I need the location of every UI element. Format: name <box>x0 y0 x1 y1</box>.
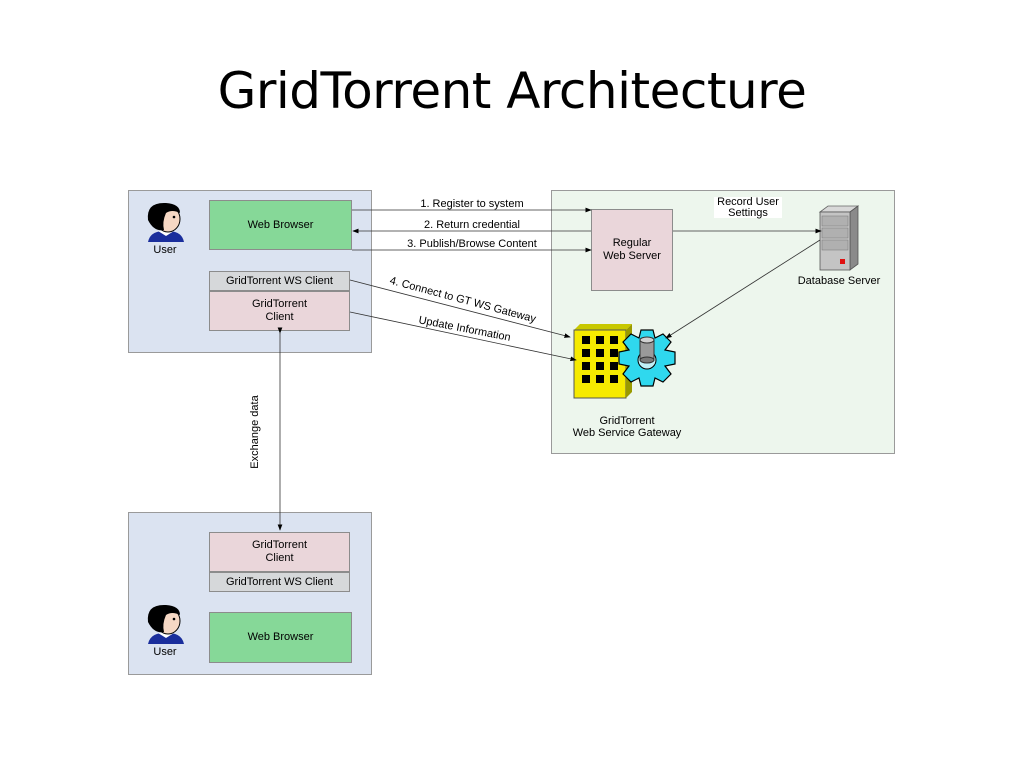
label-connect: 4. Connect to GT WS Gateway <box>388 275 537 326</box>
label-return-credential: 2. Return credential <box>424 219 520 231</box>
arrow-update <box>349 311 577 362</box>
record-user-settings-label: Record User Settings <box>714 197 782 218</box>
top-ws-client-box: GridTorrent WS Client <box>209 271 350 291</box>
gateway-label: GridTorrent Web Service Gateway <box>572 415 682 439</box>
gateway-icon <box>573 324 676 399</box>
bottom-gt-client-box: GridTorrent Client <box>209 532 350 572</box>
page-title: GridTorrent Architecture <box>217 62 807 120</box>
label-publish: 3. Publish/Browse Content <box>407 238 537 250</box>
database-server-icon <box>818 205 860 271</box>
arrow-db-gateway <box>665 239 821 339</box>
top-web-browser-box: Web Browser <box>209 200 352 250</box>
label-exchange: Exchange data <box>249 394 261 468</box>
user-avatar-icon <box>147 202 184 242</box>
bottom-user-label: User <box>153 646 177 658</box>
top-user-label: User <box>153 244 177 256</box>
bottom-ws-client-box: GridTorrent WS Client <box>209 572 350 592</box>
label-register: 1. Register to system <box>420 198 523 210</box>
bottom-user-avatar-icon <box>147 604 184 644</box>
bottom-web-browser-box: Web Browser <box>209 612 352 663</box>
arrow-connect <box>349 279 571 338</box>
database-server-label: Database Server <box>797 275 881 287</box>
